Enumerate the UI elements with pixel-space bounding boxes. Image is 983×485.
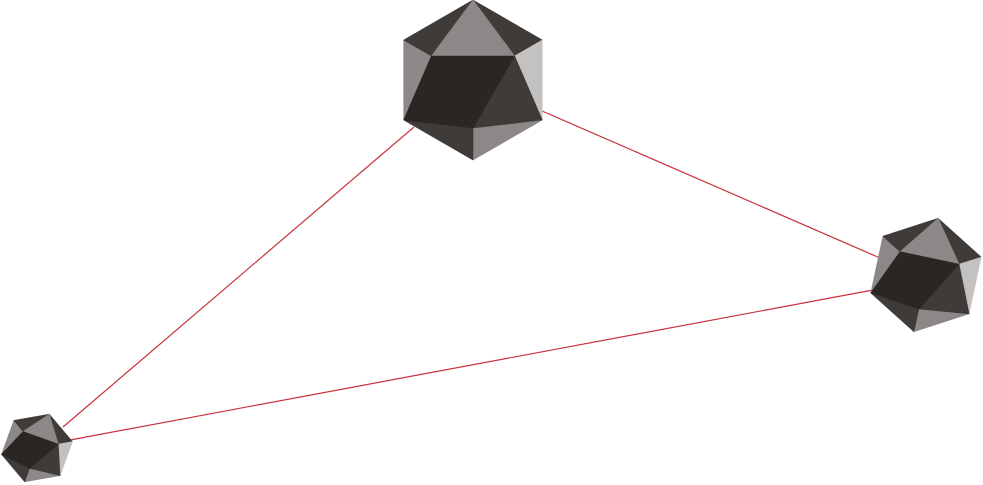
icosahedron-icon — [870, 218, 982, 333]
icosahedron-icon — [1, 413, 73, 483]
edge-bottom-left-right — [69, 289, 874, 441]
icosahedron-icon — [403, 0, 543, 161]
edge-bottom-left-top — [62, 126, 415, 428]
edges-layer — [62, 110, 881, 441]
edge-top-right — [541, 110, 881, 259]
